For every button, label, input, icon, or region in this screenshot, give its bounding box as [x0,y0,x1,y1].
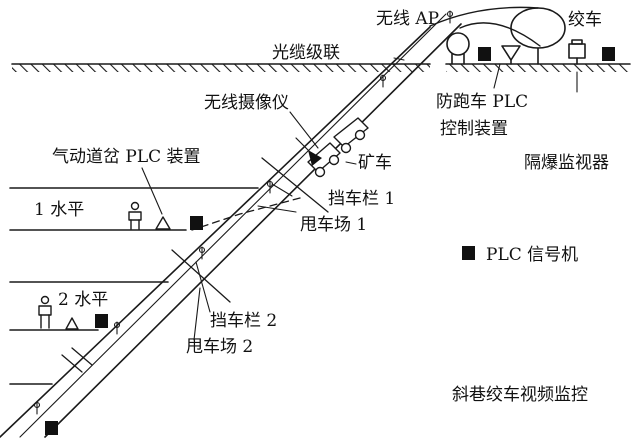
label-plc-signal-legend: PLC 信号机 [486,245,578,265]
plc-signal-level-1 [190,216,203,230]
worker-level-2 [38,295,52,329]
plc-signal-level-3 [45,421,58,435]
sheave-wheel [446,32,470,65]
label-level-2: 2 水平 [58,290,108,310]
switch-device-level-2 [65,317,79,330]
wireless-ap-surface [379,74,387,88]
wireless-ap-top [446,10,454,24]
plc-signal-legend-icon [462,246,475,260]
plc-signal-markers [45,47,615,435]
inclined-shaft [0,13,462,438]
plc-signal-surface-1 [478,47,491,61]
wireless-ap-icons [33,10,454,415]
explosion-proof-monitor [568,39,586,93]
mine-cars [307,117,369,178]
label-turnaround-yard-2: 甩车场 2 [186,337,253,357]
label-pneumatic-switch-plc: 气动道岔 PLC 装置 [52,147,201,167]
label-wireless-ap: 无线 AP [376,9,439,29]
label-anti-runaway-plc: 防跑车 PLC [436,92,528,112]
turnaround-yard-1-track [191,197,301,231]
label-barrier-2: 挡车栏 2 [210,311,277,331]
anti-runaway-plc-device [501,45,521,65]
wireless-ap-level-2 [113,321,121,335]
barrier-2 [171,249,231,303]
leader-lines [141,57,501,341]
label-winch: 绞车 [568,10,602,30]
level-2-gallery [9,281,169,331]
winch [429,6,566,65]
wireless-camera-icon [295,137,322,166]
label-wireless-camera: 无线摄像仪 [204,93,289,113]
label-level-1: 1 水平 [34,200,84,220]
plc-signal-surface-2 [602,47,615,61]
label-turnaround-yard-1: 甩车场 1 [300,215,367,235]
label-mine-car: 矿车 [358,153,392,173]
label-barrier-1: 挡车栏 1 [328,189,395,209]
wireless-ap-level-3 [33,401,41,415]
wireless-ap-mid [198,246,206,260]
plc-signal-level-2 [95,314,108,328]
level-1-gallery [9,187,259,231]
worker-level-1 [128,201,142,230]
label-fiber-cascade: 光缆级联 [272,43,340,63]
pneumatic-switch-device [155,216,171,230]
barrier-1 [261,157,329,213]
label-control-device: 控制装置 [440,119,508,139]
text-labels: 无线 AP 绞车 光缆级联 无线摄像仪 防跑车 PLC 控制装置 气动道岔 PL… [34,9,609,405]
label-explosion-proof-monitor: 隔爆监视器 [524,153,609,173]
label-figure-caption: 斜巷绞车视频监控 [452,385,588,405]
ground-surface [11,63,631,72]
